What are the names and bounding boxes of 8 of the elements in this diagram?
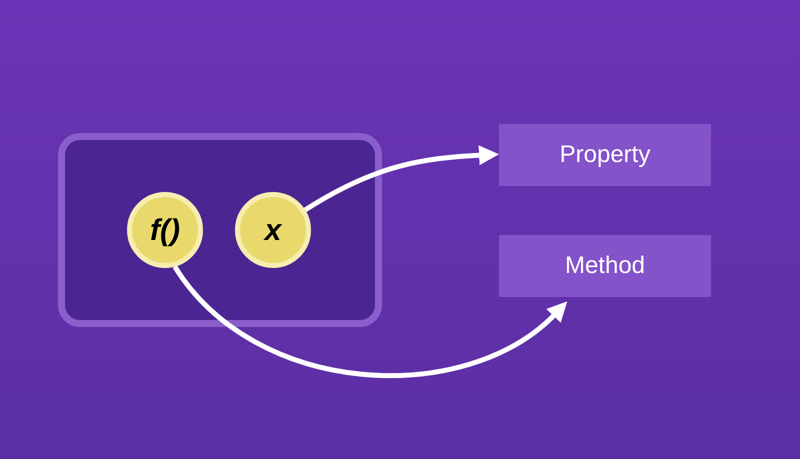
symbol-text: f() bbox=[150, 212, 180, 248]
box-label: Method bbox=[564, 251, 646, 281]
curved-arrow bbox=[304, 145, 499, 212]
label-box bbox=[499, 124, 711, 186]
box-label: Property bbox=[560, 140, 650, 170]
container-box bbox=[58, 133, 382, 327]
symbol-text: x bbox=[264, 212, 282, 248]
label-box bbox=[499, 235, 711, 297]
